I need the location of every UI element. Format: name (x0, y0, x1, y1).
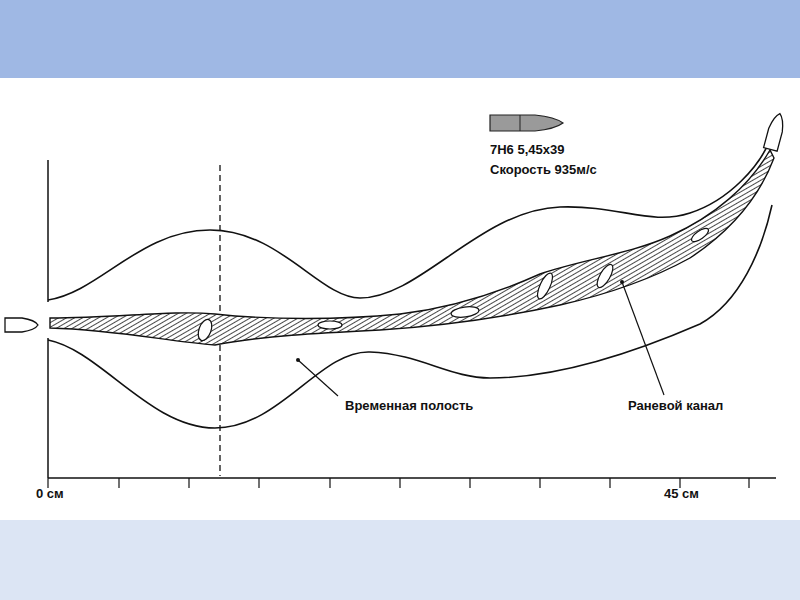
bullet-trace (594, 262, 616, 290)
depth-axis (47, 338, 49, 478)
axis-tick (748, 478, 749, 488)
bullet-entry (5, 318, 38, 332)
axis-tick (399, 478, 400, 488)
axis-label: 0 см (36, 486, 64, 502)
bullet-exit (764, 112, 787, 151)
cavity-outline (48, 140, 770, 300)
bullet-trace (318, 321, 342, 329)
depth-axis (47, 160, 49, 302)
top-band (0, 0, 800, 78)
cartridge-label: 7Н6 5,45х39 (490, 142, 564, 158)
bullet-trace (450, 305, 479, 319)
bullet-trace (690, 226, 711, 244)
bullet-icon-band (520, 115, 521, 131)
depth-axis (48, 477, 776, 479)
cavity-label: Временная полость (345, 398, 473, 414)
bullet-trace (196, 318, 215, 343)
axis-tick (188, 478, 189, 488)
leader-line (622, 282, 664, 395)
axis-ticks (48, 478, 749, 488)
bullet-trace (535, 271, 556, 301)
channel-label: Раневой канал (628, 398, 723, 414)
axis-tick (609, 478, 610, 488)
axis-tick (329, 478, 330, 488)
wound-channel (50, 150, 774, 345)
bullet-icon (490, 115, 563, 131)
axis-tick (539, 478, 540, 488)
axis-tick (258, 478, 259, 488)
axis-tick (118, 478, 119, 488)
leader-line (298, 360, 338, 396)
axis-tick (469, 478, 470, 488)
axis-label: 45 см (664, 486, 699, 502)
velocity-label: Скорость 935м/с (490, 162, 597, 178)
bottom-band (0, 520, 800, 600)
tumbling-bullet-marks (196, 226, 711, 342)
